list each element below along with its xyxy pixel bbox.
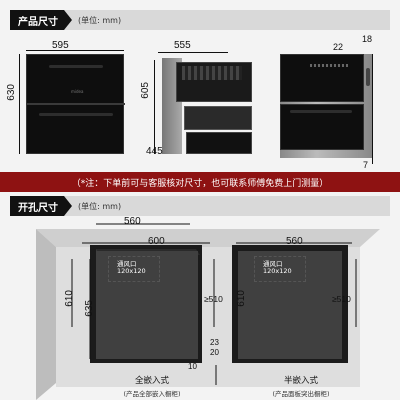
cutout-size-header: 开孔尺寸 (单位: mm) — [10, 196, 390, 216]
full-inner-height-dim: 635 — [84, 300, 95, 317]
full-top-width-dim: 560 — [124, 216, 141, 227]
full-vent-size: 120x120 — [117, 267, 146, 276]
full-gap-23: 23 — [210, 338, 219, 347]
full-embed-title: 全嵌入式 — [134, 376, 169, 386]
half-vent-area: 通风口 120x120 — [254, 256, 306, 282]
right-offset-dim: 22 — [333, 42, 344, 52]
product-size-header: 产品尺寸 (单位: mm) — [10, 10, 390, 30]
half-right-gap-dim: ≥510 — [332, 294, 351, 304]
full-gap-20: 20 — [210, 348, 219, 357]
front-height-dim: 630 — [6, 84, 17, 101]
half-embed-title: 半嵌入式 — [283, 376, 318, 386]
product-size-unit: (单位: mm) — [78, 15, 122, 25]
cutout-size-unit: (单位: mm) — [78, 201, 122, 211]
full-embed-subtitle: (产品全部嵌入橱柜) — [123, 390, 181, 398]
front-width-dim: 595 — [52, 40, 69, 51]
half-left-height-dim: 610 — [236, 290, 247, 307]
half-top-width-dim: 560 — [286, 236, 303, 247]
side-height-dim: 605 — [140, 82, 151, 99]
full-left-height-dim: 610 — [64, 290, 75, 307]
half-vent-label: 通风口 — [263, 260, 283, 268]
full-vent-label: 通风口 — [117, 260, 137, 268]
product-size-tag: 产品尺寸 — [10, 10, 72, 30]
side-view-appliance — [162, 58, 254, 158]
cabinet-diagram — [36, 223, 380, 400]
right-bottom-dim: 7 — [363, 160, 369, 170]
right-thickness-dim: 18 — [362, 34, 373, 44]
full-right-gap-dim: ≥510 — [204, 294, 223, 304]
cutout-size-tag: 开孔尺寸 — [10, 196, 72, 216]
front-view-appliance: midea — [26, 54, 125, 154]
right-view-appliance — [280, 54, 372, 158]
side-depth-dim: 555 — [174, 40, 191, 51]
full-gap-10: 10 — [188, 362, 197, 371]
half-embed-subtitle: (产品面板突出橱柜) — [272, 390, 330, 398]
side-inner-dim: 445 — [146, 146, 163, 157]
full-embed-caption: 全嵌入式 (产品全部嵌入橱柜) — [112, 374, 192, 398]
half-embed-caption: 半嵌入式 (产品面板突出橱柜) — [256, 374, 346, 398]
full-inner-width-dim: 600 — [148, 236, 165, 247]
half-vent-size: 120x120 — [263, 267, 292, 276]
full-vent-area: 通风口 120x120 — [108, 256, 160, 282]
notice-banner: （*注：下单前可与客服核对尺寸，也可联系师傅免费上门测量） — [0, 172, 400, 192]
